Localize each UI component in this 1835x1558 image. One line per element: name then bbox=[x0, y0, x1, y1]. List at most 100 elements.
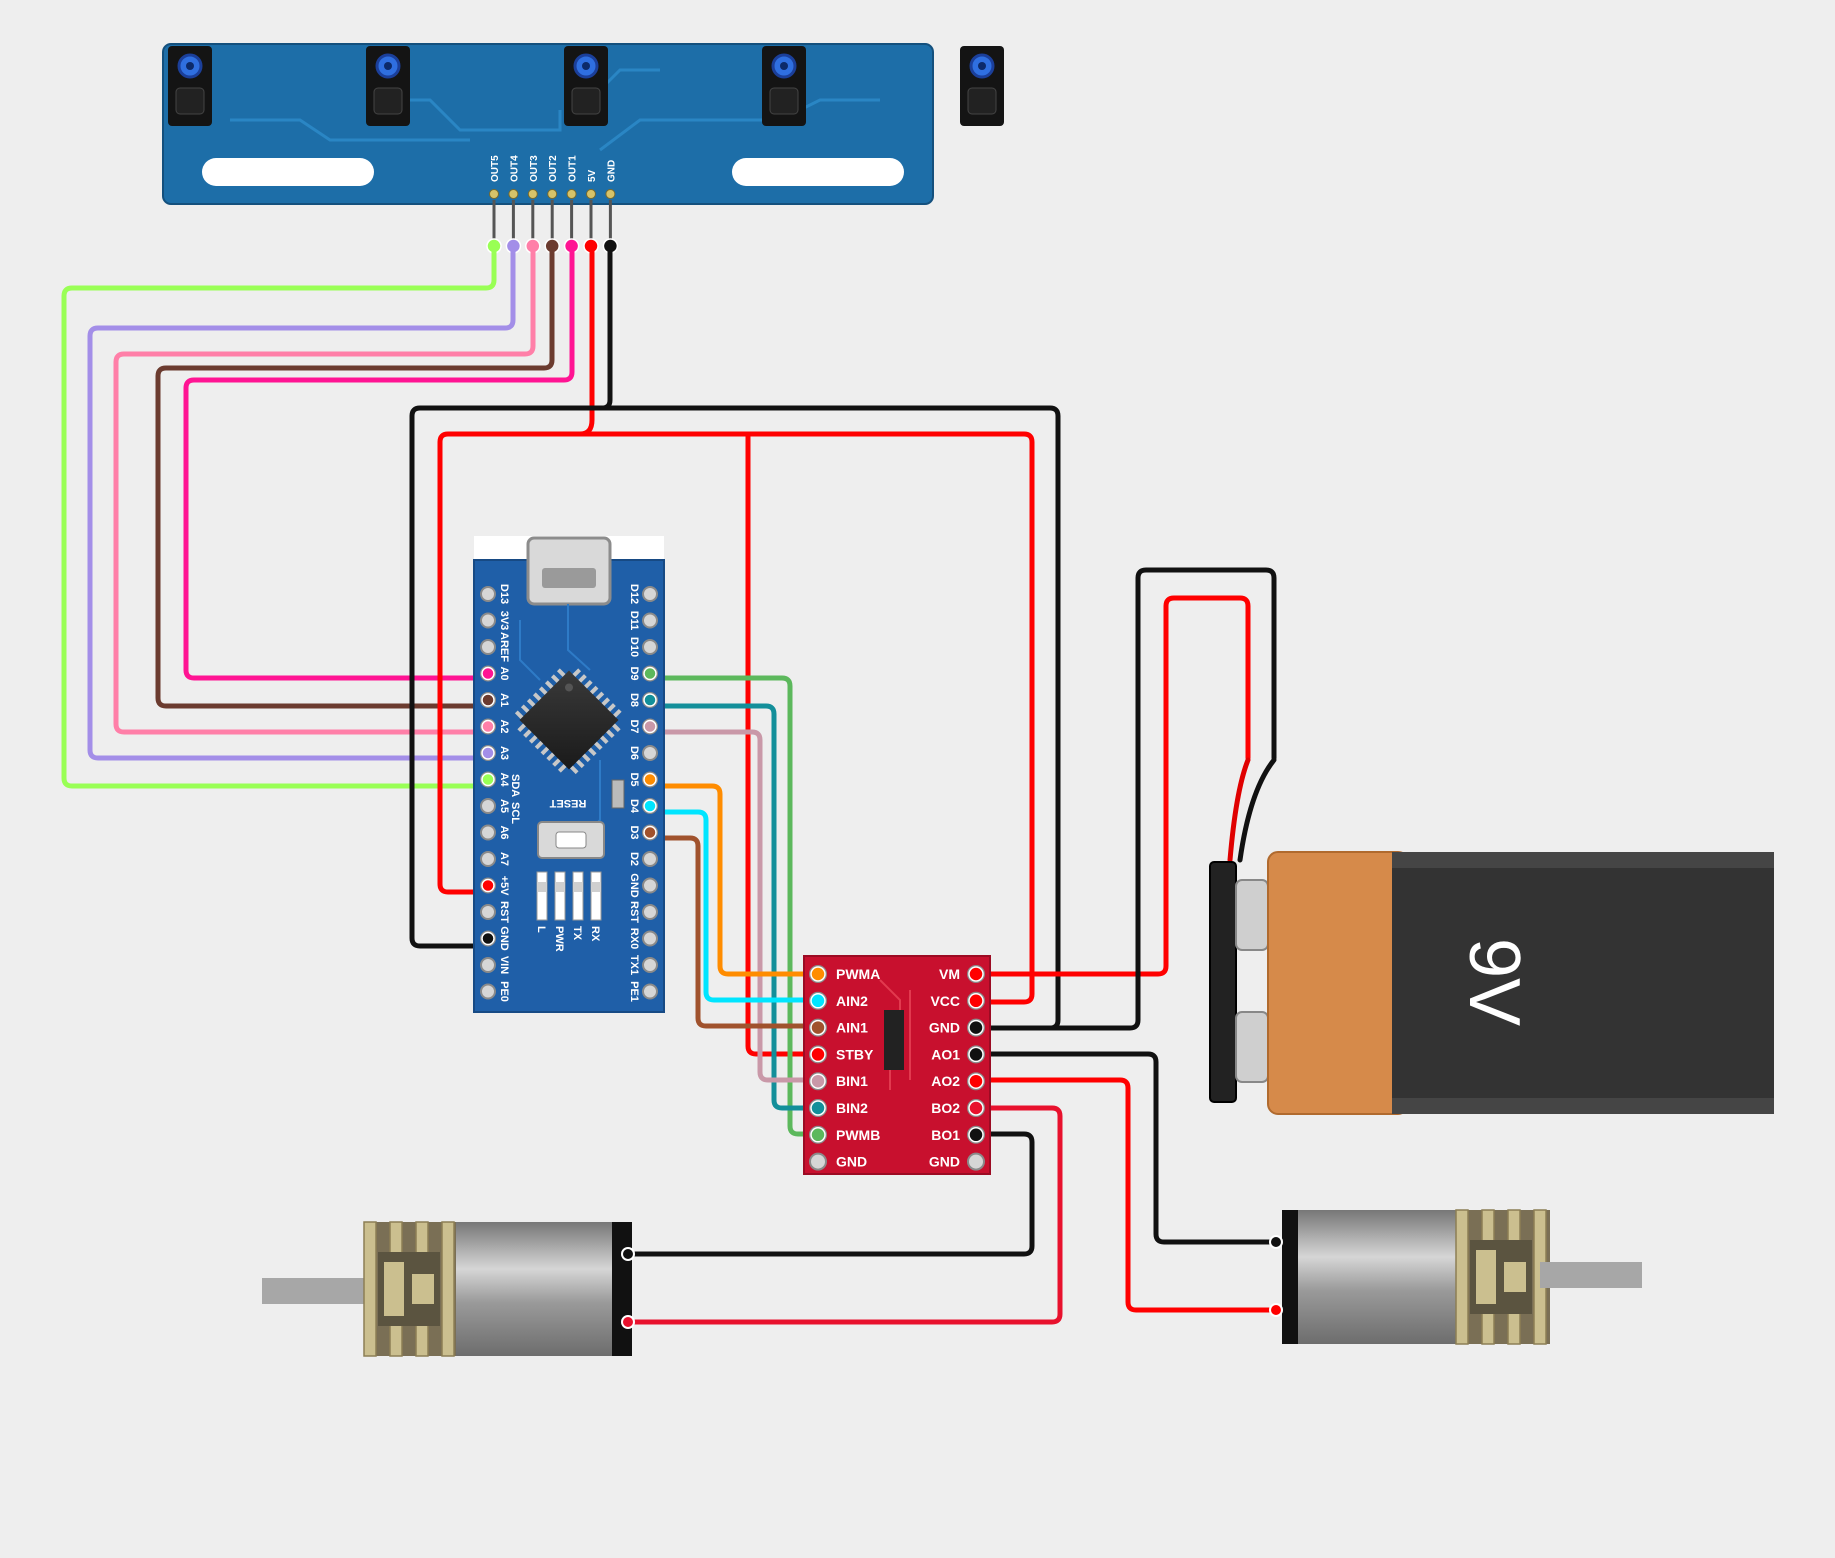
nano-pin-label: D12 bbox=[628, 584, 640, 604]
ir-sensor bbox=[168, 46, 212, 126]
driver-pin-label: BIN1 bbox=[836, 1073, 868, 1089]
driver-pin-right-vcc[interactable]: VCC bbox=[930, 991, 985, 1010]
nano-pin-left-a7[interactable]: A7 bbox=[480, 851, 510, 867]
battery-terminal-top bbox=[1235, 879, 1269, 951]
nano-pin-label: GND bbox=[498, 926, 510, 951]
sensor-pin-label: 5V bbox=[587, 169, 598, 182]
led-rx: RX bbox=[589, 871, 602, 942]
driver-pin-label: AIN2 bbox=[836, 993, 868, 1009]
nano-pin-right-d7[interactable]: D7 bbox=[628, 718, 658, 735]
wire-ao2-motor-right bbox=[973, 1077, 1277, 1313]
battery-band-bottom bbox=[1392, 1098, 1774, 1114]
nano-pin-left-d13[interactable]: D13 bbox=[480, 584, 510, 604]
nano-pin-left-aref[interactable]: AREF bbox=[480, 632, 510, 662]
nano-pin-right-d5[interactable]: D5 bbox=[628, 771, 658, 788]
wire-red-to-stby bbox=[745, 431, 821, 1057]
nano-pin-left-a6[interactable]: A6 bbox=[480, 824, 510, 841]
driver-pin-left-pwmb[interactable]: PWMB bbox=[809, 1125, 880, 1144]
nano-pin-right-d10[interactable]: D10 bbox=[628, 637, 658, 657]
nano-pin-label: GND bbox=[628, 873, 640, 898]
driver-pin-left-gnd[interactable]: GND bbox=[809, 1152, 867, 1171]
driver-pin-label: GND bbox=[836, 1154, 867, 1170]
wire-d3-ain1 bbox=[647, 835, 821, 1029]
nano-pin-right-rst[interactable]: RST bbox=[628, 901, 658, 923]
nano-pin-left-a4[interactable]: A4 bbox=[480, 771, 510, 788]
driver-pin-left-ain1[interactable]: AIN1 bbox=[809, 1018, 868, 1037]
driver-pin-left-pwma[interactable]: PWMA bbox=[809, 965, 880, 983]
nano-pin-right-d4[interactable]: D4 bbox=[628, 798, 658, 814]
nano-pin-label: RX0 bbox=[628, 928, 640, 949]
nano-pin-left-gnd[interactable]: GND bbox=[480, 926, 510, 951]
sda-label: SDA bbox=[509, 774, 521, 797]
mcu-chip bbox=[514, 668, 622, 775]
driver-pin-left-bin2[interactable]: BIN2 bbox=[809, 1099, 868, 1117]
sensor-pin-gnd[interactable]: GND bbox=[602, 160, 619, 254]
sensor-pin-label: OUT5 bbox=[490, 155, 501, 182]
nano-pin-right-d11[interactable]: D11 bbox=[628, 611, 658, 631]
nano-pin-label: D2 bbox=[628, 852, 640, 866]
nano-pin-right-d3[interactable]: D3 bbox=[628, 824, 658, 841]
driver-pin-left-bin1[interactable]: BIN1 bbox=[809, 1072, 868, 1091]
motor-left-body bbox=[456, 1222, 616, 1356]
nano-pin-left-rst[interactable]: RST bbox=[480, 901, 510, 923]
nano-pin-right-d2[interactable]: D2 bbox=[628, 851, 658, 867]
nano-pin-right-pe1[interactable]: PE1 bbox=[628, 981, 658, 1002]
sensor-pin-5v[interactable]: 5V bbox=[583, 169, 599, 254]
nano-pin-right-d6[interactable]: D6 bbox=[628, 745, 658, 761]
nano-pin-right-tx1[interactable]: TX1 bbox=[628, 955, 658, 975]
wire-battery-lead-black bbox=[1237, 757, 1277, 863]
nano-pin-label: D11 bbox=[628, 611, 640, 631]
driver-pin-right-vm[interactable]: VM bbox=[939, 965, 985, 983]
nano-pin-right-d12[interactable]: D12 bbox=[628, 584, 658, 604]
nano-pin-label: D9 bbox=[628, 666, 640, 680]
nano-pin-label: PE0 bbox=[498, 981, 510, 1002]
nano-pin-left-a2[interactable]: A2 bbox=[480, 718, 510, 735]
nano-pin-right-rx0[interactable]: RX0 bbox=[628, 928, 658, 949]
driver-pin-label: VM bbox=[939, 966, 960, 982]
led-tx: TX bbox=[571, 871, 584, 941]
motor-right-body bbox=[1298, 1210, 1458, 1344]
nano-pin-right-gnd[interactable]: GND bbox=[628, 873, 658, 898]
driver-pin-label: BO2 bbox=[931, 1100, 960, 1116]
nano-pin-left-5v[interactable]: +5V bbox=[480, 876, 510, 897]
driver-pin-right-bo1[interactable]: BO1 bbox=[931, 1125, 985, 1144]
ir-sensor bbox=[366, 46, 410, 126]
nano-pin-right-d8[interactable]: D8 bbox=[628, 692, 658, 708]
nano-pin-right-d9[interactable]: D9 bbox=[628, 665, 658, 682]
sensor-pin-out5[interactable]: OUT5 bbox=[486, 155, 502, 254]
motor-right-gear-plates bbox=[1455, 1209, 1547, 1345]
driver-pin-label: AO1 bbox=[931, 1046, 960, 1062]
sensor-slot-left bbox=[202, 158, 374, 186]
driver-pin-right-ao1[interactable]: AO1 bbox=[931, 1045, 985, 1064]
driver-pin-right-gnd[interactable]: GND bbox=[929, 1018, 985, 1037]
nano-pin-label: TX1 bbox=[628, 955, 640, 975]
wire-ao1-motor-right bbox=[973, 1051, 1277, 1245]
wire-5v-red bbox=[437, 243, 595, 895]
nano-pin-left-a5[interactable]: A5 bbox=[480, 798, 510, 814]
nano-pin-label: +5V bbox=[498, 876, 510, 897]
wire-d6-bin2 bbox=[647, 703, 821, 1111]
nano-pin-left-a1[interactable]: A1 bbox=[480, 692, 510, 708]
reset-button[interactable] bbox=[555, 831, 587, 849]
wire-d5-pwma bbox=[647, 783, 821, 977]
wire-d8-pwmb bbox=[647, 675, 821, 1137]
nano-pin-left-a3[interactable]: A3 bbox=[480, 745, 510, 761]
motor-right-endcap bbox=[1282, 1210, 1302, 1344]
driver-pin-label: AO2 bbox=[931, 1073, 960, 1089]
motor-left-terminal-2 bbox=[621, 1315, 635, 1329]
nano-pin-label: A6 bbox=[498, 825, 510, 839]
wire-bo1-motor-left bbox=[625, 1131, 1035, 1257]
driver-pin-left-stby[interactable]: STBY bbox=[809, 1045, 874, 1064]
nano-pin-left-vin[interactable]: VIN bbox=[480, 956, 510, 974]
driver-pin-right-gnd[interactable]: GND bbox=[929, 1152, 985, 1171]
driver-pin-right-ao2[interactable]: AO2 bbox=[931, 1072, 985, 1091]
nano-pin-left-a0[interactable]: A0 bbox=[480, 665, 510, 682]
nano-pin-label: A0 bbox=[498, 666, 510, 680]
driver-pin-right-bo2[interactable]: BO2 bbox=[931, 1099, 985, 1117]
nano-pin-left-3v3[interactable]: 3V3 bbox=[480, 611, 510, 631]
driver-pin-left-ain2[interactable]: AIN2 bbox=[809, 991, 868, 1010]
nano-pin-left-pe0[interactable]: PE0 bbox=[480, 981, 510, 1002]
